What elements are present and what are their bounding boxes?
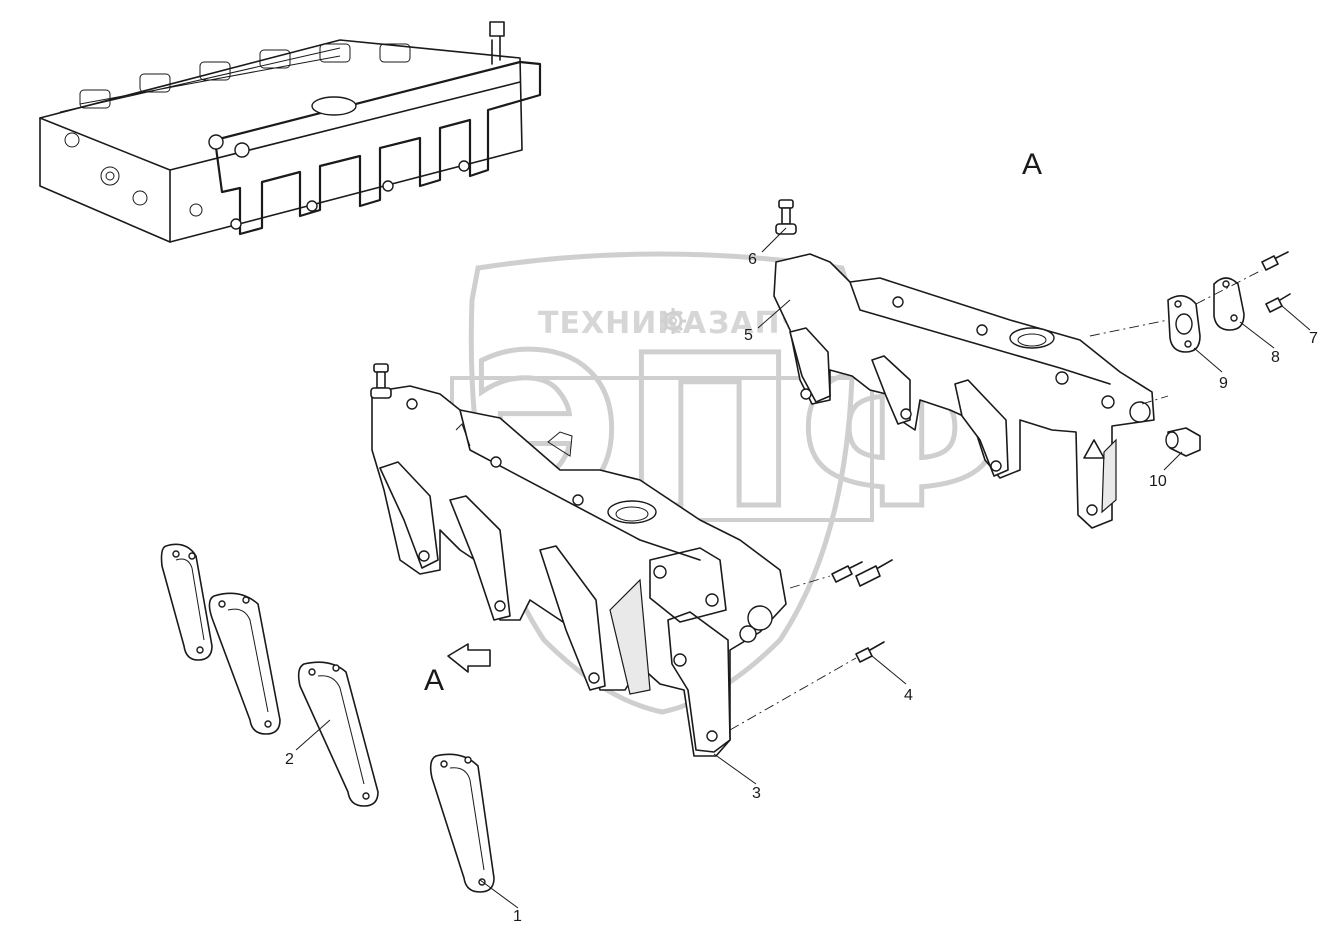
callout-3: 3: [752, 785, 761, 802]
fitting-lower: [370, 363, 392, 399]
callout-numbers: 1 2 3 4 5 6 7 8 9 10: [285, 251, 1318, 925]
cylinder-head-overview: [39, 21, 542, 243]
flange-plate-8: [1213, 277, 1245, 331]
callout-6: 6: [748, 251, 757, 268]
callout-10: 10: [1149, 473, 1167, 490]
gaskets: [160, 543, 495, 893]
assembly-lines: [729, 269, 1263, 731]
view-arrow: [447, 643, 491, 673]
callout-8: 8: [1271, 349, 1280, 366]
flange-gasket-9: [1167, 295, 1201, 353]
callout-4: 4: [904, 687, 913, 704]
leader-lines: [295, 227, 1311, 909]
view-label-arrow: A: [424, 664, 444, 697]
callout-1: 1: [513, 908, 522, 925]
callout-5: 5: [744, 327, 753, 344]
watermark-text-left: ТЕХНИКА: [538, 306, 707, 341]
view-label-top: A: [1022, 148, 1042, 181]
bolts-7: [1261, 251, 1291, 313]
callout-9: 9: [1219, 375, 1228, 392]
bolts-4: [831, 559, 893, 663]
exhaust-manifold-upper: [773, 253, 1155, 529]
plug-10: [1165, 427, 1201, 457]
exhaust-manifold-lower: [371, 385, 787, 757]
callout-2: 2: [285, 751, 294, 768]
callout-7: 7: [1309, 330, 1318, 347]
fitting-6: [775, 199, 797, 235]
gear-icon: [660, 308, 686, 334]
